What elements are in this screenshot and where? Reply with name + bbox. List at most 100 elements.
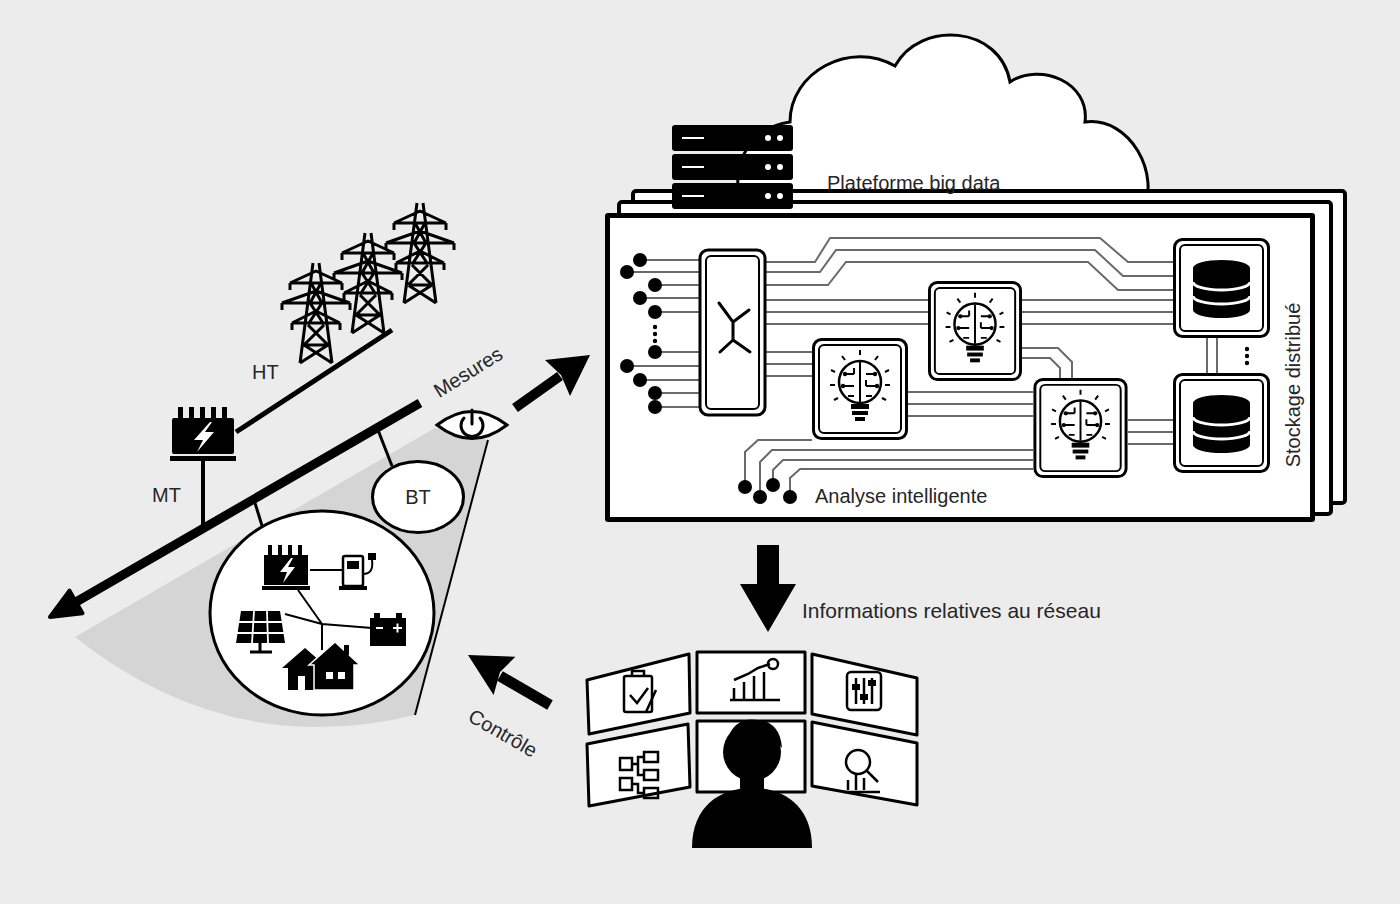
data-wire: [627, 238, 1217, 497]
input-dot: [783, 490, 797, 504]
circle-outline: [373, 462, 464, 533]
server-icon: [765, 164, 771, 170]
diagram-label: MT: [152, 483, 181, 507]
transformer-icon: [178, 407, 183, 418]
local-grid-circle: [280, 558, 295, 583]
data-wire: [1207, 338, 1217, 373]
local-grid-circle: [370, 618, 406, 646]
dashboard-icon: [847, 672, 881, 710]
input-dot: [633, 253, 647, 267]
data-wire: [773, 460, 1033, 485]
transformer-icon: [172, 418, 234, 454]
data-wire: [908, 392, 1033, 416]
eye-icon: [437, 410, 507, 439]
dashboard-panel: [587, 654, 690, 734]
node-text: Stockage distribué: [1281, 303, 1305, 468]
pylon-icon: [334, 233, 402, 333]
bus-arrow: [50, 591, 83, 617]
local-grid-circle: [298, 545, 302, 555]
local-grid-circle: [309, 642, 360, 690]
information-arrow: [740, 545, 796, 632]
local-grid-circle: [347, 561, 359, 569]
dashboard-knob: [868, 680, 876, 686]
local-grid-circle: [298, 676, 305, 690]
node-text: BT: [405, 485, 431, 509]
ht-line: [236, 330, 392, 432]
local-grid-circle: [368, 553, 376, 560]
data-wire: [765, 300, 928, 324]
router-block: [700, 250, 765, 415]
local-grid-circle: [236, 611, 285, 643]
input-dot: [1245, 354, 1249, 358]
router-block: [719, 303, 750, 352]
local-grid-circle: [250, 643, 272, 652]
input-dot: [766, 478, 780, 492]
ai-brain-icon: [814, 340, 907, 439]
input-dot: [653, 332, 657, 336]
dashboard-icon: [620, 659, 881, 798]
transformer-icon: [170, 456, 236, 461]
server-icon: [765, 193, 771, 199]
dashboard-icon: [620, 752, 658, 798]
control-arrow: [468, 655, 515, 695]
input-dot: [620, 359, 634, 373]
pylon-icon: [386, 203, 454, 303]
dashboard-icon: [846, 750, 870, 774]
input-dot: [620, 265, 634, 279]
diagram-label: Mesures: [429, 342, 507, 403]
dashboard-panel: [812, 722, 917, 805]
bt-circle: BT: [371, 460, 465, 534]
dashboard-panel: [587, 652, 917, 806]
local-grid-circle: [262, 586, 310, 590]
local-grid-circle: [210, 511, 434, 715]
bt-feeder: [378, 430, 392, 466]
ai-brain-icon: [1035, 379, 1126, 476]
input-dot: [633, 373, 647, 387]
stacked-panel: [605, 213, 1315, 522]
local-grid-circle: [210, 511, 434, 715]
database-icon: [1175, 240, 1269, 337]
measure-arrow: [545, 355, 590, 396]
transformer-icon: [189, 407, 194, 418]
stacked-panel: [605, 191, 1345, 522]
node-text: Plateforme big data: [827, 171, 1000, 195]
input-dot: [738, 480, 752, 494]
measure-arrow: [515, 355, 590, 408]
server-icon: [777, 135, 783, 141]
router-block: [706, 256, 759, 409]
coverage-cone: [75, 428, 488, 727]
dashboard-panel: [812, 654, 917, 735]
local-grid-circle: [343, 556, 363, 586]
server-icon: [777, 193, 783, 199]
local-grid-circle: [264, 555, 308, 585]
operator-silhouette: [692, 788, 812, 848]
coverage-cone: [75, 428, 488, 727]
server-icon: [765, 135, 771, 141]
cloud-shape: [738, 35, 1148, 213]
dashboard-icon: [768, 659, 778, 669]
local-grid-circle: [374, 613, 380, 618]
pylon-icon: [282, 203, 454, 363]
eye-icon: [471, 410, 474, 424]
data-wire: [1128, 420, 1173, 444]
diagram-label: Contrôle: [464, 704, 541, 763]
input-dot: [1245, 361, 1249, 365]
transformer-icon: [194, 422, 214, 452]
data-wire: [627, 260, 700, 407]
router-block: [700, 250, 765, 415]
diagram-label: Informations relatives au réseau: [802, 598, 1101, 623]
local-grid-circle: [338, 672, 345, 679]
cloud-shape: [738, 35, 1148, 213]
data-wire: [765, 352, 812, 376]
input-dot: [648, 386, 662, 400]
operator-silhouette: [692, 719, 812, 848]
node-text: Analyse intelligente: [815, 484, 987, 508]
dashboard-knob: [860, 694, 868, 700]
local-grid-circle: [288, 545, 292, 555]
local-grid-circle: [376, 624, 402, 633]
local-grid-circle: [278, 545, 282, 555]
input-dot: [648, 400, 662, 414]
input-dot: [653, 325, 657, 329]
transformer-icon: [211, 407, 216, 418]
local-grid-circle: [326, 672, 333, 679]
